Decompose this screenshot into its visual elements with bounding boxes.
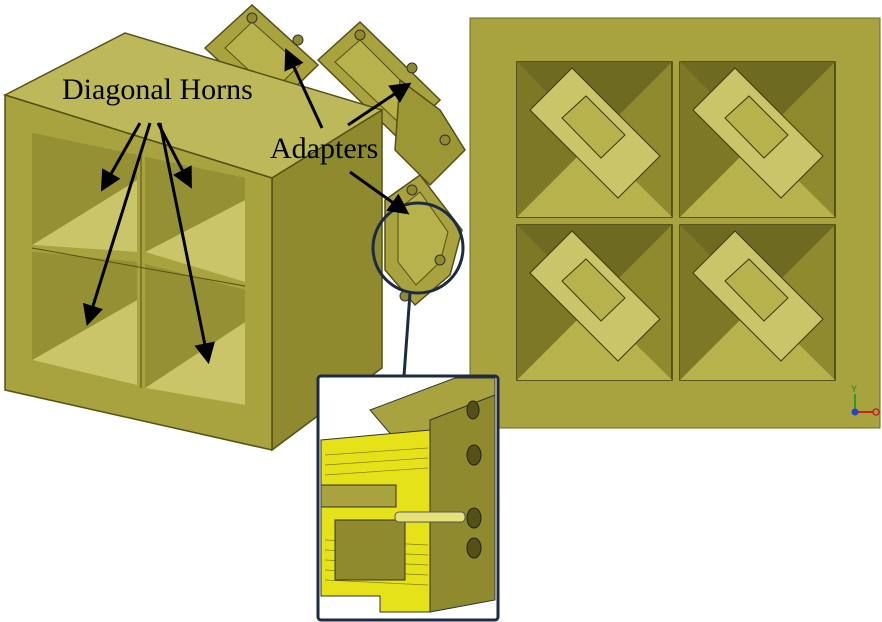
callout-circle [371, 201, 465, 295]
callout-connector [402, 292, 412, 377]
arrow-horn-top-left [100, 122, 142, 192]
label-adapters: Adapters [270, 132, 379, 165]
front-view-cell-bottom-left [516, 224, 673, 381]
label-diagonal-horns: Diagonal Horns [62, 73, 253, 106]
axis-y-label: Y [851, 384, 857, 394]
adapter-flange-mid-right [394, 78, 466, 187]
adapter-cutaway-inset [316, 374, 500, 622]
arrow-adapter-bottom [349, 170, 410, 215]
arrow-horn-bottom-left [82, 122, 152, 327]
adapter-flange-bottom-right [384, 173, 463, 307]
front-view-cell-top-left [516, 61, 673, 218]
adapter-arrows [284, 48, 412, 215]
horn-arrows [82, 122, 215, 365]
horn-opening-top-left [32, 133, 137, 252]
front-view-cell-bottom-right [679, 224, 836, 381]
horn-opening-top-right [145, 157, 245, 282]
arrow-adapter-top-right [347, 82, 412, 127]
axis-triad-icon: Y [851, 384, 880, 416]
arrow-adapter-top-left [284, 48, 324, 129]
horn-opening-bottom-right [145, 264, 245, 405]
front-view-cell-top-right [679, 61, 836, 218]
arrow-horn-bottom-right [158, 122, 215, 365]
